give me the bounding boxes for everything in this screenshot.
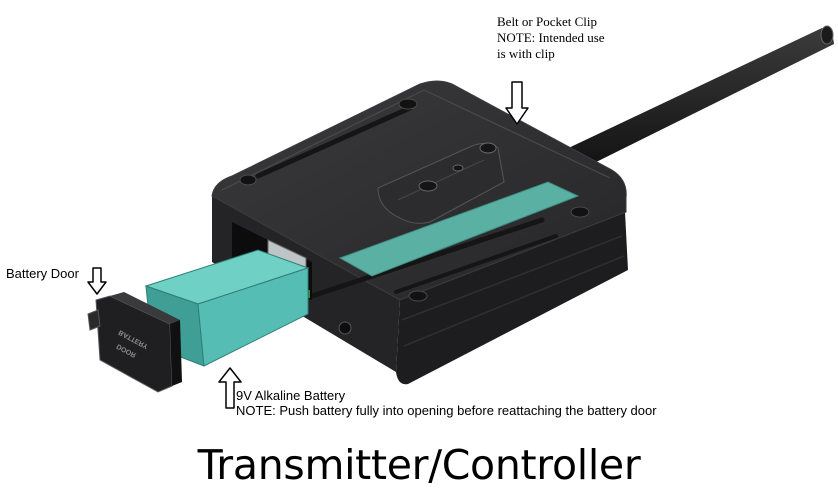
belt-clip-label: Belt or Pocket Clip NOTE: Intended use i… [497, 14, 605, 62]
battery-door: BATTERY DOOR [87, 292, 182, 393]
down-arrow-icon [87, 267, 107, 295]
nine-volt-battery [144, 239, 310, 367]
up-arrow-icon [218, 367, 242, 409]
label-panel [338, 181, 580, 277]
battery-note: NOTE: Push battery fully into opening be… [236, 403, 657, 418]
belt-clip-label-line-1: Belt or Pocket Clip [497, 14, 598, 29]
page-title: Transmitter/Controller [197, 441, 641, 489]
down-arrow-icon [505, 81, 529, 125]
belt-clip-note-line-2: is with clip [497, 46, 555, 61]
belt-clip [377, 142, 505, 224]
belt-clip-note-line-1: NOTE: Intended use [497, 30, 605, 45]
antenna [560, 25, 834, 172]
battery-label: 9V Alkaline Battery NOTE: Push battery f… [236, 388, 657, 418]
battery-label-line-1: 9V Alkaline Battery [236, 388, 346, 403]
battery-door-label: Battery Door [6, 266, 79, 281]
